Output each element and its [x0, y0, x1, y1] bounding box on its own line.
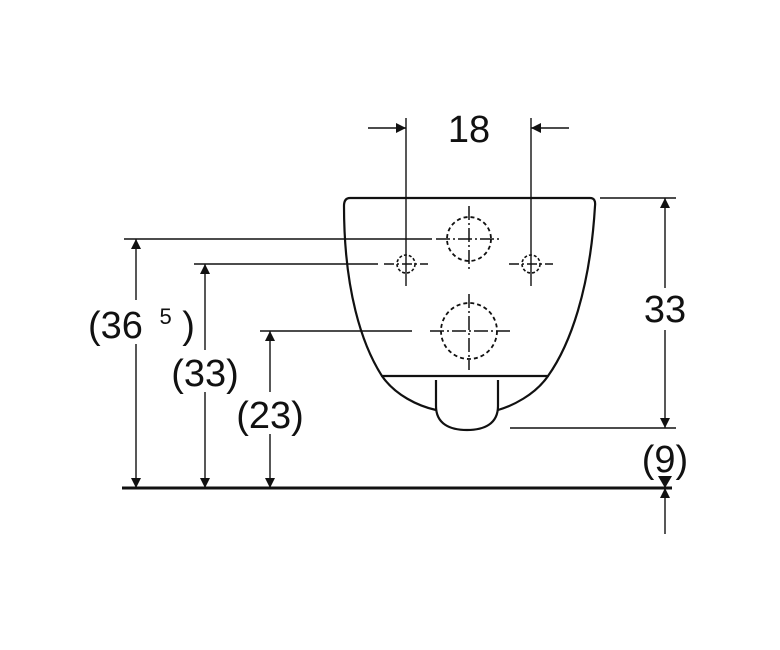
dimension-33-left-label: (33) [171, 353, 239, 395]
top-large-hole [436, 206, 502, 272]
left-small-hole [384, 244, 428, 286]
dimension-36-5: (36 5 ) [88, 238, 432, 488]
dimension-33-left: (33) [166, 263, 378, 488]
dimension-9: (9) [642, 439, 688, 534]
bottom-large-hole [430, 294, 510, 370]
dimension-36-5-label: (36 5 ) [88, 291, 195, 347]
right-small-hole [509, 244, 553, 286]
dimension-18-label: 18 [448, 109, 490, 151]
dimension-23-label: (23) [236, 395, 304, 437]
dimension-33-right-label: 33 [644, 289, 686, 331]
dimension-9-label: (9) [642, 439, 688, 481]
dimension-23: (23) [232, 330, 412, 488]
dimension-18: 18 [368, 109, 569, 244]
toilet-bowl [342, 196, 597, 432]
dimension-33-right: 33 [510, 197, 692, 429]
